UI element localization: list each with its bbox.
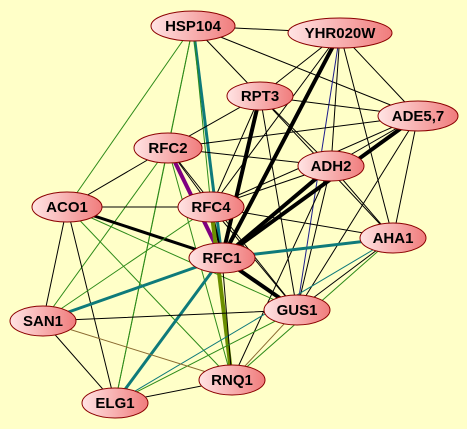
node-yhr020w[interactable]: YHR020W xyxy=(287,17,393,49)
node-rfc2[interactable]: RFC2 xyxy=(133,132,203,164)
edge-aco1-rnq1 xyxy=(66,206,233,381)
edge-adh2-rnq1 xyxy=(231,165,332,381)
edge-aha1-elg1 xyxy=(114,237,394,404)
node-aco1[interactable]: ACO1 xyxy=(31,191,103,223)
edge-rfc1-rnq1 xyxy=(221,257,233,381)
node-ellipse[interactable] xyxy=(263,294,331,326)
node-rnq1[interactable]: RNQ1 xyxy=(198,364,266,396)
node-label: SAN1 xyxy=(23,313,63,330)
edge-ade57-rfc2 xyxy=(167,115,419,149)
node-gus1[interactable]: GUS1 xyxy=(263,294,331,326)
node-label: RFC1 xyxy=(202,250,241,267)
edge-ade57-rfc1 xyxy=(220,114,420,260)
node-ellipse[interactable] xyxy=(287,17,393,49)
edge-gus1-san1 xyxy=(42,309,298,322)
node-adh2[interactable]: ADH2 xyxy=(297,150,365,182)
edge-rfc2-san1 xyxy=(42,147,169,322)
node-ellipse[interactable] xyxy=(31,191,103,223)
edge-layer xyxy=(41,24,420,405)
node-rpt3[interactable]: RPT3 xyxy=(226,81,294,111)
node-label: ELG1 xyxy=(95,395,134,412)
node-rfc4[interactable]: RFC4 xyxy=(177,191,245,223)
edge-rfc2-gus1 xyxy=(167,147,298,311)
node-rfc1[interactable]: RFC1 xyxy=(188,242,256,274)
node-label: RFC4 xyxy=(191,199,231,216)
node-ellipse[interactable] xyxy=(226,81,294,111)
edge-ade57-gus1 xyxy=(296,115,419,311)
node-elg1[interactable]: ELG1 xyxy=(81,387,149,419)
edge-rfc1-elg1 xyxy=(113,256,224,405)
node-ade57[interactable]: ADE5,7 xyxy=(377,100,459,132)
edge-rfc4-rnq1 xyxy=(209,205,234,382)
node-label: HSP104 xyxy=(165,18,222,35)
edge-rpt3-gus1 xyxy=(259,95,298,311)
node-ellipse[interactable] xyxy=(188,242,256,274)
node-ellipse[interactable] xyxy=(297,150,365,182)
node-ellipse[interactable] xyxy=(9,305,77,337)
node-ellipse[interactable] xyxy=(359,222,427,254)
edge-adh2-gus1 xyxy=(296,165,332,311)
node-ellipse[interactable] xyxy=(377,100,459,132)
node-hsp104[interactable]: HSP104 xyxy=(150,10,236,42)
node-ellipse[interactable] xyxy=(133,132,203,164)
edge-gus1-elg1 xyxy=(114,309,298,404)
node-ellipse[interactable] xyxy=(81,387,149,419)
node-label: AHA1 xyxy=(373,230,414,247)
node-ellipse[interactable] xyxy=(177,191,245,223)
edge-yhr020w-aha1 xyxy=(339,32,394,239)
edge-aco1-gus1 xyxy=(66,206,298,311)
edge-hsp104-rfc4 xyxy=(192,25,212,208)
node-label: ADE5,7 xyxy=(392,108,445,125)
node-ellipse[interactable] xyxy=(198,364,266,396)
node-label: ADH2 xyxy=(311,158,352,175)
node-ellipse[interactable] xyxy=(150,10,236,42)
edge-ade57-aha1 xyxy=(392,115,419,239)
node-label: GUS1 xyxy=(277,302,318,319)
node-san1[interactable]: SAN1 xyxy=(9,305,77,337)
node-label: ACO1 xyxy=(46,199,88,216)
edge-aco1-san1 xyxy=(42,206,68,322)
edge-rfc4-san1 xyxy=(42,206,212,322)
node-label: RNQ1 xyxy=(211,372,253,389)
edge-hsp104-aco1 xyxy=(66,25,194,208)
edge-rfc2-elg1 xyxy=(114,147,169,404)
edge-yhr020w-rfc1 xyxy=(220,31,342,260)
edge-rpt3-rfc1 xyxy=(220,94,262,260)
node-aha1[interactable]: AHA1 xyxy=(359,222,427,254)
edge-hsp104-ade57 xyxy=(192,25,419,117)
node-label: RFC2 xyxy=(148,140,187,157)
edge-san1-rnq1 xyxy=(42,320,233,381)
edge-yhr020w-adh2 xyxy=(330,32,341,167)
node-label: RPT3 xyxy=(241,88,279,105)
node-label: YHR020W xyxy=(305,25,377,42)
edge-rfc1-san1 xyxy=(41,256,224,323)
edge-rpt3-rfc4 xyxy=(210,95,261,208)
edge-yhr020w-rfc4 xyxy=(210,32,341,208)
